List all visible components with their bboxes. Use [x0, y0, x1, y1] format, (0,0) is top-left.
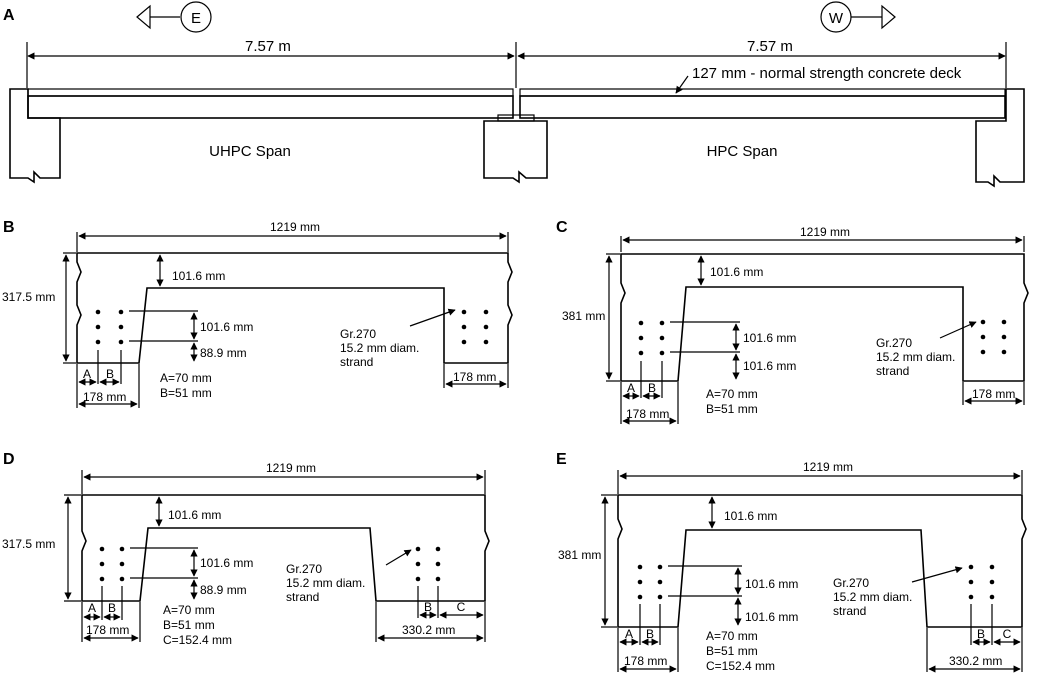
west-abutment — [975, 88, 1025, 188]
width-dimension: 1219 mm — [266, 461, 316, 475]
hpc-span-label: HPC Span — [707, 143, 778, 160]
dim-b-label: B — [108, 601, 116, 615]
note-b: B=51 mm — [706, 644, 758, 658]
right-span-length: 7.57 m — [747, 38, 793, 55]
flange-dimension: 101.6 mm — [168, 508, 221, 522]
right-width-dimension: 330.2 mm — [949, 654, 1002, 668]
deck-note: 127 mm - normal strength concrete deck — [692, 65, 962, 82]
east-arrowhead-icon — [136, 4, 151, 30]
row-spacing-dimension: 101.6 mm — [200, 320, 253, 334]
note-b: B=51 mm — [160, 386, 212, 400]
dim-c-label: C — [457, 600, 466, 614]
hpc-deck — [519, 88, 1006, 97]
height-dimension: 317.5 mm — [2, 290, 55, 304]
dim-b-right-label: B — [977, 627, 985, 641]
right-width-dimension: 330.2 mm — [402, 623, 455, 637]
web-width-dimension: 178 mm — [86, 623, 129, 637]
uhpc-girder — [27, 95, 514, 119]
panel-e: E 1219 mm 381 mm 101.6 mm 101.6 mm 101.6… — [556, 451, 1027, 673]
panel-a: A E W 7.57 m 7.57 m 127 mm - normal stre… — [3, 1, 1025, 188]
east-circle — [180, 1, 212, 33]
strand-label-line2: 15.2 mm diam. — [833, 590, 912, 604]
dim-b-label: B — [106, 367, 114, 381]
strand-label-line3: strand — [340, 355, 373, 369]
row-spacing-dimension: 101.6 mm — [200, 556, 253, 570]
strand-label-line3: strand — [286, 590, 319, 604]
uhpc-deck — [27, 88, 514, 97]
height-dimension: 381 mm — [558, 548, 601, 562]
strand-label-line2: 15.2 mm diam. — [286, 576, 365, 590]
east-abutment — [9, 88, 61, 184]
row-spacing-dimension: 101.6 mm — [745, 577, 798, 591]
girder-section — [617, 494, 1027, 628]
flange-dimension: 101.6 mm — [724, 509, 777, 523]
bottom-cover-dimension: 88.9 mm — [200, 583, 247, 597]
west-direction-arrow: W — [820, 1, 896, 33]
note-a: A=70 mm — [706, 387, 758, 401]
girder-section — [620, 253, 1029, 382]
strand-label-line2: 15.2 mm diam. — [876, 350, 955, 364]
dim-a-label: A — [88, 601, 96, 615]
east-direction-arrow: E — [136, 1, 212, 33]
panel-label-c: C — [556, 219, 568, 236]
strand-label-line3: strand — [833, 604, 866, 618]
web-width-dimension: 178 mm — [626, 407, 669, 421]
strand-label-line1: Gr.270 — [340, 327, 376, 341]
strand-label-line1: Gr.270 — [876, 336, 912, 350]
dim-a-label: A — [627, 381, 635, 395]
right-width-dimension: 178 mm — [972, 387, 1015, 401]
strand-label-line1: Gr.270 — [286, 562, 322, 576]
west-arrowhead-icon — [881, 4, 896, 30]
dim-a-label: A — [625, 627, 633, 641]
hpc-girder — [519, 95, 1006, 119]
panel-c: C 1219 mm 381 mm 101.6 mm 101.6 mm 101.6… — [556, 219, 1029, 425]
strand-label-line3: strand — [876, 364, 909, 378]
panel-label-d: D — [3, 451, 15, 468]
web-width-dimension: 178 mm — [83, 390, 126, 404]
panel-label-e: E — [556, 451, 567, 468]
note-a: A=70 mm — [706, 629, 758, 643]
panel-b: B 1219 mm 317.5 mm 101.6 mm 101.6 mm 88.… — [2, 219, 513, 408]
dim-b-right-label: B — [424, 600, 432, 614]
note-c: C=152.4 mm — [163, 633, 232, 647]
height-dimension: 317.5 mm — [2, 537, 55, 551]
dim-c-label: C — [1003, 627, 1012, 641]
bottom-cover-dimension: 101.6 mm — [743, 359, 796, 373]
width-dimension: 1219 mm — [800, 225, 850, 239]
width-dimension: 1219 mm — [803, 460, 853, 474]
left-span-length: 7.57 m — [245, 38, 291, 55]
right-width-dimension: 178 mm — [453, 370, 496, 384]
uhpc-span-label: UHPC Span — [209, 143, 291, 160]
girder-section — [81, 494, 490, 602]
web-width-dimension: 178 mm — [624, 654, 667, 668]
height-dimension: 381 mm — [562, 309, 605, 323]
flange-dimension: 101.6 mm — [710, 265, 763, 279]
bottom-cover-dimension: 88.9 mm — [200, 346, 247, 360]
note-a: A=70 mm — [160, 371, 212, 385]
bottom-cover-dimension: 101.6 mm — [745, 610, 798, 624]
row-spacing-dimension: 101.6 mm — [743, 331, 796, 345]
dim-b-label: B — [646, 627, 654, 641]
center-pier — [483, 120, 548, 184]
note-c: C=152.4 mm — [706, 659, 775, 673]
panel-d: D 1219 mm 317.5 mm 101.6 mm 101.6 mm 88.… — [2, 451, 490, 647]
dim-a-label: A — [83, 367, 91, 381]
east-label: E — [191, 10, 201, 27]
girder-section — [76, 252, 513, 364]
panel-label-a: A — [3, 7, 15, 24]
note-b: B=51 mm — [706, 402, 758, 416]
west-label: W — [829, 10, 844, 27]
note-b: B=51 mm — [163, 618, 215, 632]
width-dimension: 1219 mm — [270, 220, 320, 234]
flange-dimension: 101.6 mm — [172, 269, 225, 283]
strand-label-line1: Gr.270 — [833, 576, 869, 590]
strand-label-line2: 15.2 mm diam. — [340, 341, 419, 355]
dim-b-label: B — [648, 381, 656, 395]
note-a: A=70 mm — [163, 603, 215, 617]
panel-label-b: B — [3, 219, 15, 236]
